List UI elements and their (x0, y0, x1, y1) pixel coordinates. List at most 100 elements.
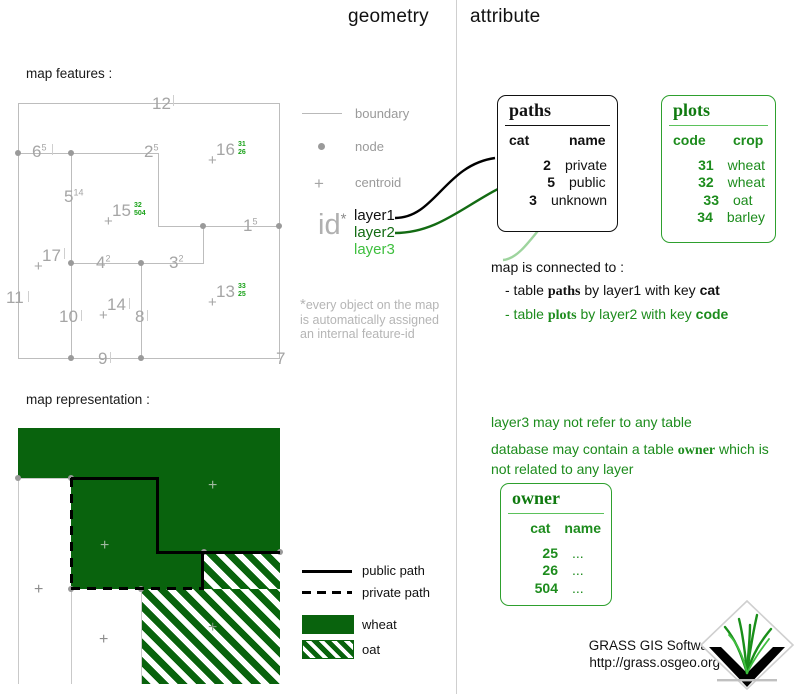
label-boundary-3: 32 (169, 253, 184, 272)
footnote-star-icon: * (300, 296, 306, 313)
centroid-16-cats: 31 26 (238, 141, 246, 156)
grass-gis-logo (699, 599, 795, 691)
rep-boundary-8 (141, 589, 142, 684)
connected-heading: map is connected to : (491, 259, 625, 275)
centroid-13-cat-lower: 25 (238, 290, 246, 298)
owner-note-post: which is not related to any layer (491, 441, 769, 477)
legend-wheat-label: wheat (362, 617, 397, 632)
table-row: 2 private (509, 157, 607, 175)
private-path-bottom (71, 587, 204, 590)
connected-line2-mid: by layer2 with key (576, 306, 696, 322)
map-features-title: map features : (26, 66, 113, 81)
paths-table-rule (505, 125, 610, 127)
boundary-6-2-line (18, 153, 158, 154)
owner-table-rule (508, 513, 604, 515)
paths-r0-name: private (564, 156, 607, 173)
plots-table-gap (673, 150, 765, 157)
table-row: 31 wheat (673, 157, 765, 175)
table-row: 504 ... (512, 580, 601, 598)
connected-block: map is connected to : - table paths by l… (491, 256, 728, 327)
owner-table-header-row: cat name (512, 520, 601, 538)
node-right (276, 223, 282, 229)
wheat-area-top-band (18, 428, 280, 478)
centroid-14-plus: + (99, 307, 108, 324)
owner-note: database may contain a table owner which… (491, 440, 776, 479)
layer1-label: layer1 (354, 207, 395, 224)
plots-col-code: code (673, 132, 706, 149)
map-features-figure: 12 65 25 514 15 42 32 11 10 (0, 95, 300, 380)
owner-r2-cat: 504 (534, 579, 558, 596)
rep-boundary-6 (18, 478, 71, 479)
boundary-1-line (203, 226, 280, 227)
tick-17 (64, 248, 65, 259)
tick-6 (52, 144, 53, 155)
rep-centroid-17: + (34, 581, 44, 598)
legend-oat-label: oat (362, 642, 381, 657)
boundary-9-line (18, 358, 280, 359)
rep-boundary-10 (71, 589, 72, 684)
layer3-note: layer3 may not refer to any table (491, 414, 692, 430)
owner-r1-name: ... (572, 562, 584, 579)
owner-table-gap (512, 538, 601, 545)
rep-node-right (277, 549, 283, 555)
paths-r2-cat: 3 (529, 191, 537, 208)
owner-table: owner cat name 25 ... 26 ... 504 ... (500, 483, 612, 606)
label-centroid-17: 17 (42, 246, 61, 265)
boundary-8-line (141, 263, 142, 359)
legend-boundary-line-icon (302, 113, 342, 115)
owner-note-pre: database may contain a table (491, 441, 678, 457)
legend-private-path-icon (302, 591, 352, 594)
table-row: 32 wheat (673, 174, 765, 192)
plots-table-header-row: code crop (673, 132, 765, 150)
boundary-11-line (18, 103, 19, 359)
paths-r0-cat: 2 (543, 156, 551, 173)
label-boundary-7: 7 (276, 349, 286, 368)
logo-black-chevron (709, 647, 785, 687)
boundary-7-line (279, 103, 280, 359)
label-centroid-14: 14 (107, 295, 126, 314)
id-star-icon: * (340, 210, 347, 228)
label-centroid-16: 16 (216, 140, 235, 159)
logo-ground-line (717, 679, 777, 682)
legend-centroid-label: centroid (355, 175, 402, 190)
rep-centroid-14: + (99, 631, 109, 648)
oat-area-hatched-upper (204, 552, 280, 589)
plots-r1-code: 32 (698, 174, 714, 191)
owner-col-name: name (564, 520, 601, 537)
paths-col-cat: cat (509, 132, 530, 149)
tick-10 (81, 310, 82, 321)
connected-line-paths: - table paths by layer1 with key cat (491, 279, 728, 303)
node-9-right (138, 355, 144, 361)
vertical-divider (456, 0, 457, 694)
tick-14 (129, 298, 130, 309)
node-4-left (68, 260, 74, 266)
footnote-text: every object on the map is automatically… (300, 298, 440, 341)
owner-r1-cat: 26 (542, 562, 558, 579)
node-3-corner (200, 223, 206, 229)
plots-col-crop: crop (733, 132, 764, 149)
centroid-16-cat-lower: 26 (238, 148, 246, 156)
owner-table-title: owner (512, 488, 560, 508)
boundary-2-3-link (158, 226, 204, 227)
label-boundary-9: 9 (98, 349, 108, 368)
paths-col-name: name (569, 132, 606, 149)
label-boundary-6: 65 (32, 142, 47, 161)
table-row: 25 ... (512, 545, 601, 563)
plots-table: plots code crop 31 wheat 32 wheat 33 oat… (661, 95, 776, 243)
footer-line1: GRASS GIS Software (588, 638, 720, 653)
owner-r0-cat: 25 (542, 544, 558, 561)
plots-table-body: code crop 31 wheat 32 wheat 33 oat 34 ba… (662, 126, 775, 235)
oat-area-hatched (141, 589, 280, 684)
public-path-vertical (156, 477, 159, 553)
centroid-15-cat-upper: 32 (134, 202, 142, 209)
table-row: 26 ... (512, 562, 601, 580)
owner-col-cat: cat (530, 520, 551, 537)
table-row: 33 oat (673, 192, 765, 210)
tick-9 (110, 352, 111, 363)
paths-table-title: paths (509, 100, 552, 120)
label-boundary-10: 10 (59, 307, 78, 326)
node-5-top (68, 150, 74, 156)
label-centroid-15: 15 (112, 201, 131, 220)
id-text: id* (318, 209, 347, 241)
